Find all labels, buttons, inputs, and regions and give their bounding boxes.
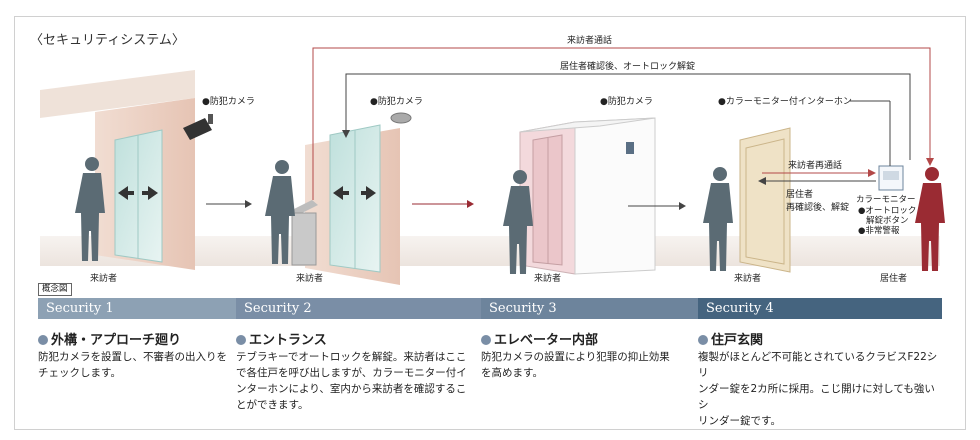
- section-title-1: 外構・アプローチ廻り: [38, 329, 181, 348]
- label-visitor-4: 来訪者: [734, 272, 761, 284]
- flow-visitor-call: [312, 47, 931, 200]
- bullet-icon: [698, 335, 708, 345]
- camera-icon: [183, 114, 213, 140]
- desc-line: とができます。: [236, 399, 309, 411]
- diagram-frame: [14, 16, 966, 430]
- monitor-icon: [878, 165, 904, 191]
- security-band-1: Security 1: [38, 298, 236, 319]
- elevator-cab: [574, 117, 656, 275]
- desc-line: を高めます。: [481, 367, 543, 379]
- desc-line: ンターホンにより、室内から来訪者を確認するこ: [236, 383, 467, 395]
- section-desc-1: 防犯カメラを設置し、不審者の出入りを チェックします。: [38, 349, 234, 381]
- section-title-2: エントランス: [236, 329, 327, 348]
- scene-approach: [40, 70, 213, 270]
- concept-badge: 概念図: [38, 283, 72, 296]
- label-resident-reconfirm-2: 再確認後、解錠: [786, 201, 849, 213]
- label-visitor-recall: 来訪者再通話: [788, 159, 842, 171]
- label-resident: 居住者: [880, 272, 907, 284]
- section-desc-4: 複製がほとんど不可能とされているクラビスF22シリ ンダー錠を2カ所に採用。こじ…: [698, 349, 944, 429]
- label-camera-2: ●防犯カメラ: [370, 95, 423, 107]
- label-resident-reconfirm-1: 居住者: [786, 188, 813, 200]
- label-visitor-1: 来訪者: [90, 272, 117, 284]
- section-title-text: 外構・アプローチ廻り: [51, 333, 182, 348]
- bullet-icon: [481, 335, 491, 345]
- desc-line: 防犯カメラを設置し、不審者の出入りを: [38, 351, 227, 363]
- door-open-arrows-2: [333, 186, 376, 200]
- scene-door: [703, 127, 945, 273]
- label-unlock-after-confirm: 居住者確認後、オートロック解錠: [560, 60, 695, 72]
- desc-line: リンダー錠です。: [698, 415, 781, 427]
- security-band-2: Security 2: [236, 298, 481, 319]
- label-autolock-1: ●オートロック: [858, 206, 916, 216]
- label-emergency: ●非常警報: [858, 225, 900, 236]
- elevator-camera-icon: [626, 142, 634, 154]
- section-title-text: エレベーター内部: [494, 333, 599, 348]
- section-title-3: エレベーター内部: [481, 329, 598, 348]
- label-autolock-2: 解錠ボタン: [866, 215, 909, 226]
- label-intercom: ●カラーモニター付インターホン: [718, 96, 852, 107]
- section-title-4: 住戸玄関: [698, 329, 763, 348]
- canopy: [40, 70, 195, 118]
- security-band-4: Security 4: [698, 298, 942, 319]
- page-title: 〈セキュリティシステム〉: [30, 33, 185, 48]
- section-title-text: エントランス: [249, 333, 327, 348]
- scene-entrance: [265, 112, 412, 285]
- label-visitor-3: 来訪者: [534, 272, 561, 284]
- desc-line: 防犯カメラの設置により犯罪の抑止効果: [481, 351, 670, 363]
- intercom-panel: [291, 200, 318, 266]
- section-desc-2: テブラキーでオートロックを解錠。来訪者はここ で各住戸を呼び出しますが、カラーモ…: [236, 349, 480, 413]
- section-title-text: 住戸玄関: [711, 333, 764, 348]
- label-visitor-call: 来訪者通話: [567, 34, 612, 46]
- label-monitor: カラーモニター: [856, 195, 916, 205]
- desc-line: で各住戸を呼び出しますが、カラーモニター付イ: [236, 367, 467, 379]
- door-open-arrows-1: [118, 186, 158, 200]
- bullet-icon: [38, 335, 48, 345]
- bullet-icon: [236, 335, 246, 345]
- flow-unlock: [345, 73, 911, 160]
- security-band-3: Security 3: [481, 298, 698, 319]
- desc-line: テブラキーでオートロックを解錠。来訪者はここ: [236, 351, 467, 363]
- residence-door: [739, 127, 791, 273]
- desc-line: チェックします。: [38, 367, 121, 379]
- label-visitor-2: 来訪者: [296, 272, 323, 284]
- scene-elevator: [503, 117, 656, 275]
- desc-line: 複製がほとんど不可能とされているクラビスF22シリ: [698, 351, 938, 379]
- desc-line: ンダー錠を2カ所に採用。こじ開けに対しても強いシ: [698, 383, 935, 411]
- label-camera-3: ●防犯カメラ: [600, 95, 653, 107]
- dome-camera-icon: [390, 112, 412, 124]
- label-camera-1: ●防犯カメラ: [202, 95, 255, 107]
- section-desc-3: 防犯カメラの設置により犯罪の抑止効果 を高めます。: [481, 349, 695, 381]
